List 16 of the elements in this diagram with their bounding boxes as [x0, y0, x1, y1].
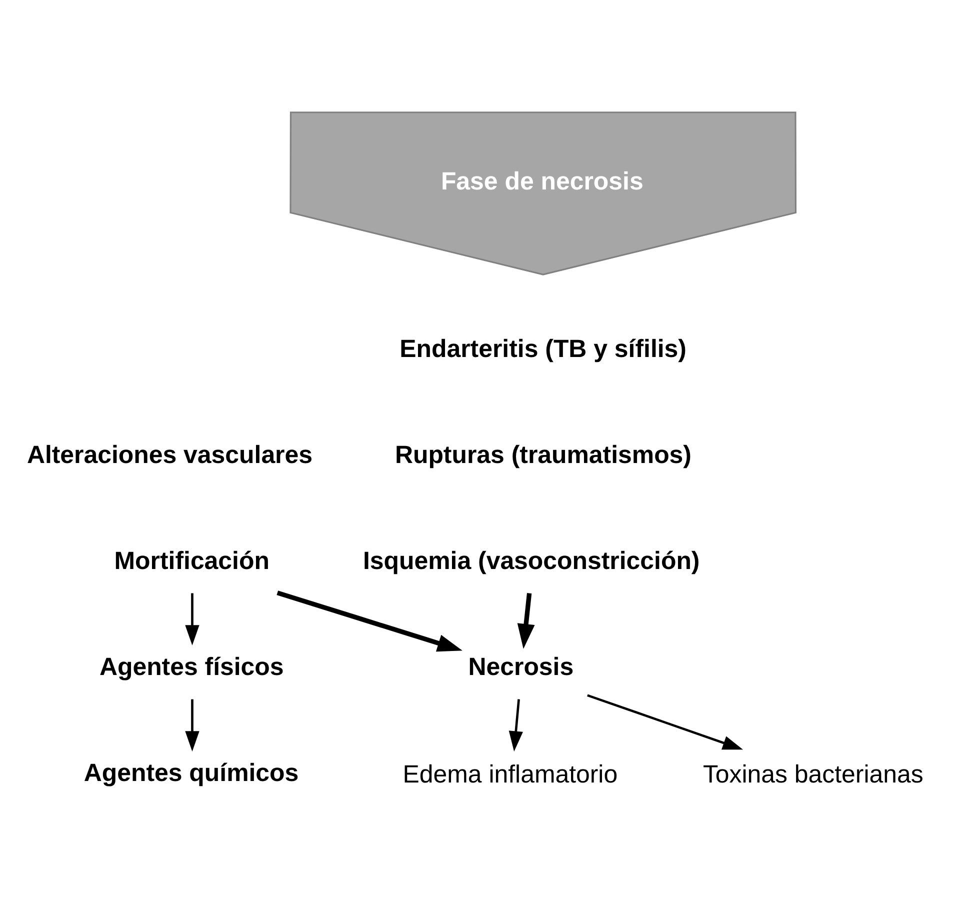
arrow — [185, 592, 200, 645]
arrow — [517, 592, 535, 648]
node-text: Agentes químicos — [84, 758, 299, 787]
node-text: Rupturas (traumatismos) — [394, 440, 692, 468]
arrow — [276, 590, 462, 652]
node-text: Agentes físicos — [99, 652, 284, 681]
arrow — [185, 698, 200, 751]
arrow — [508, 698, 523, 751]
node-text: Necrosis — [468, 652, 574, 681]
node-text: Edema inflamatorio — [402, 760, 618, 788]
node-text: Alteraciones vasculares — [26, 440, 313, 468]
arrow — [587, 694, 743, 750]
node-text: Mortificación — [114, 546, 270, 574]
node-text: Endarteritis (TB y sífilis) — [400, 334, 686, 362]
node-text: Isquemia (vasoconstricción) — [362, 546, 700, 574]
node-text: Toxinas bacterianas — [702, 760, 924, 788]
